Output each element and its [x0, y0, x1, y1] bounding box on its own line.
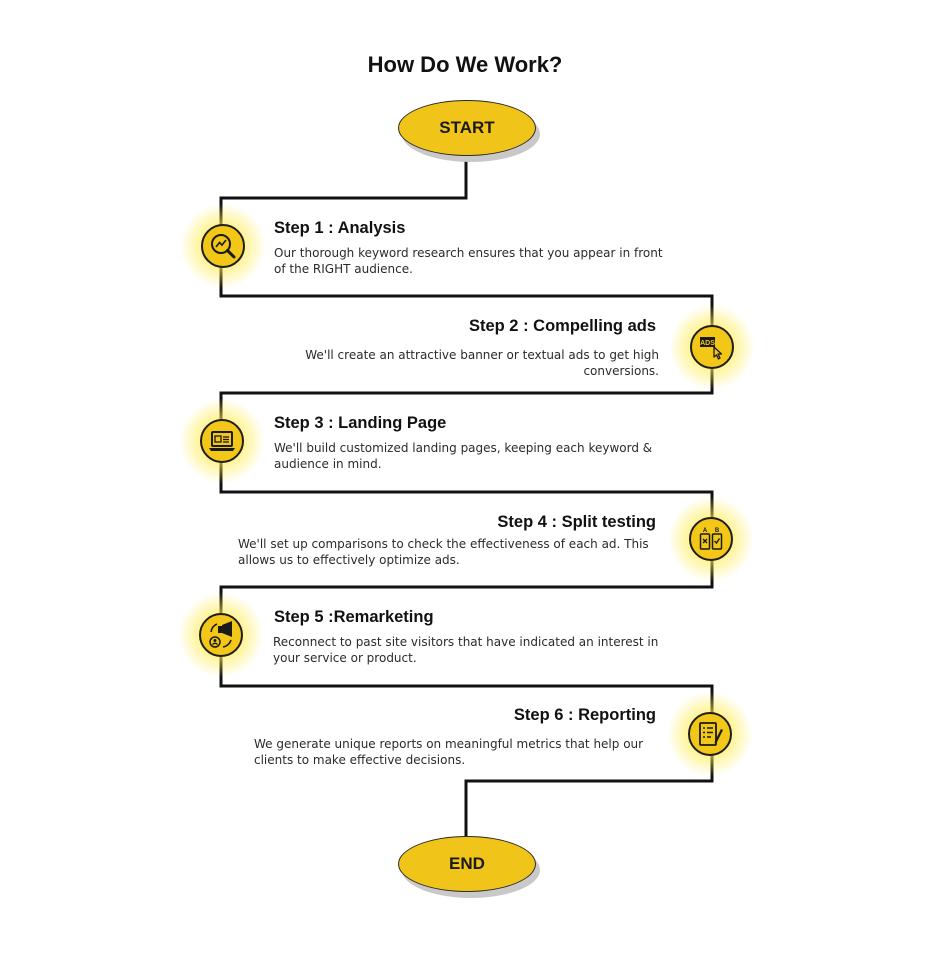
step-3-description: We'll build customized landing pages, ke…	[274, 441, 653, 471]
step-4-title: Step 4 : Split testing	[497, 513, 656, 531]
step-1-icon-badge	[181, 204, 265, 288]
ads-click-icon: ADS	[700, 337, 723, 360]
step-6-title: Step 6 : Reporting	[513, 706, 656, 724]
step-6-description: We generate unique reports on meaningful…	[254, 737, 644, 767]
analysis-magnifier-icon	[211, 234, 236, 259]
svg-text:B: B	[715, 528, 720, 534]
step-2-description: We'll create an attractive banner or tex…	[305, 348, 659, 378]
laptop-icon	[209, 431, 235, 451]
megaphone-icon	[209, 621, 232, 648]
step-3-title: Step 3 : Landing Page	[274, 414, 447, 432]
step-2-icon-badge: ADS	[670, 305, 754, 389]
step-5-icon-badge	[179, 593, 263, 677]
end-node: END	[398, 836, 536, 892]
report-icon	[699, 722, 723, 746]
step-1-title: Step 1 : Analysis	[274, 219, 406, 237]
step-2-title: Step 2 : Compelling ads	[468, 317, 656, 335]
step-4-description: We'll set up comparisons to check the ef…	[238, 537, 649, 567]
step-4-icon-badge: A B	[669, 497, 753, 581]
step-1-description: Our thorough keyword research ensures th…	[274, 246, 663, 276]
step-3-icon-badge	[180, 399, 264, 483]
step-5-description: Reconnect to past site visitors that hav…	[273, 635, 659, 665]
ab-test-icon: A B	[699, 528, 723, 550]
svg-text:ADS: ADS	[700, 340, 715, 347]
step-5-title: Step 5 :Remarketing	[274, 608, 434, 626]
svg-text:A: A	[703, 528, 708, 534]
page-title: How Do We Work?	[367, 52, 563, 77]
step-6-icon-badge	[668, 692, 752, 776]
start-node: START	[398, 100, 536, 156]
